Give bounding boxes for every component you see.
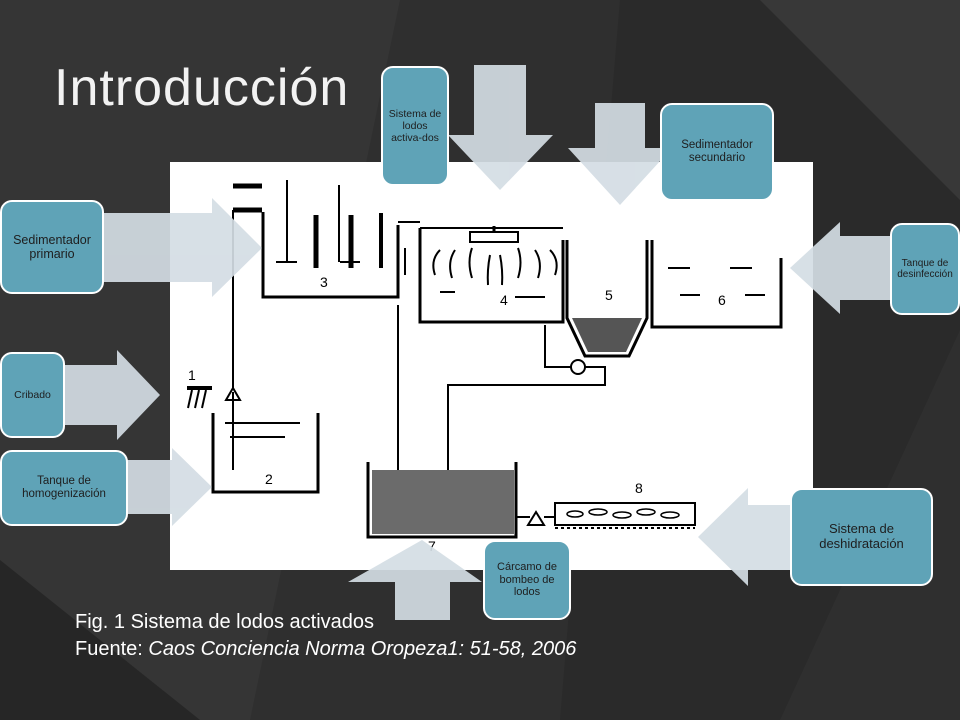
label-carcamo-bombeo: Cárcamo de bombeo de lodos (483, 540, 571, 620)
label-text: Cárcamo de bombeo de lodos (497, 561, 557, 599)
arrow-tanque-desinfeccion (790, 222, 893, 314)
figure-number: 5 (605, 287, 613, 303)
arrow-cribado (60, 350, 160, 440)
figure-number: 2 (265, 471, 273, 487)
label-tanque-desinfeccion: Tanque de desinfección (890, 223, 960, 315)
label-text: Tanque de desinfección (897, 257, 953, 281)
arrow-tanque-homogenizacion (125, 448, 212, 526)
pump-symbols (570, 359, 586, 375)
caption-text: Fig. 1 Sistema de lodos activados (75, 611, 375, 633)
label-sedimentador-secundario: Sedimentador secundario (660, 103, 774, 201)
figure-number: 6 (718, 292, 726, 308)
aeration-marks (432, 247, 558, 298)
figure-number: 1 (188, 367, 196, 383)
caption-prefix: Fuente: (75, 638, 149, 660)
label-text: Sistema de deshidratación (819, 521, 904, 551)
slide-title: Introducción (54, 59, 350, 117)
figure-number: 4 (500, 292, 508, 308)
label-sistema-lodos-activados: Sistema de lodos activa-dos (381, 66, 449, 186)
sludge-fill (372, 318, 642, 534)
arrow-sistema-lodos-activados (448, 65, 553, 190)
callout-arrows (60, 65, 893, 620)
caption-source: Caos Conciencia Norma Oropeza1: 51-58, 2… (148, 638, 577, 660)
arrow-sistema-deshidratacion (698, 488, 795, 586)
figure-caption-source: Fuente: Caos Conciencia Norma Oropeza1: … (75, 638, 576, 661)
label-sedimentador-primario: Sedimentador primario (0, 200, 104, 294)
label-text: Cribado (14, 388, 51, 401)
arrow-carcamo-bombeo (348, 540, 482, 620)
figure-number: 7 (428, 538, 436, 554)
label-text: Sedimentador primario (13, 232, 91, 261)
label-cribado: Cribado (0, 352, 65, 438)
belt-press (566, 508, 680, 519)
figure-number: 8 (635, 480, 643, 496)
label-text: Tanque de homogenización (22, 474, 106, 500)
figure-numbers: 1 2 3 4 5 6 7 8 (188, 274, 726, 554)
label-text: Sistema de lodos activa-dos (388, 107, 442, 145)
label-text: Sedimentador secundario (681, 138, 753, 164)
arrow-sedimentador-secundario (568, 103, 672, 205)
label-sistema-deshidratacion: Sistema de deshidratación (790, 488, 933, 586)
arrow-sedimentador-primario (100, 198, 262, 297)
figure-caption-line1: Fig. 1 Sistema de lodos activados (75, 611, 374, 634)
label-tanque-homogenizacion: Tanque de homogenización (0, 450, 128, 526)
figure-number: 3 (320, 274, 328, 290)
